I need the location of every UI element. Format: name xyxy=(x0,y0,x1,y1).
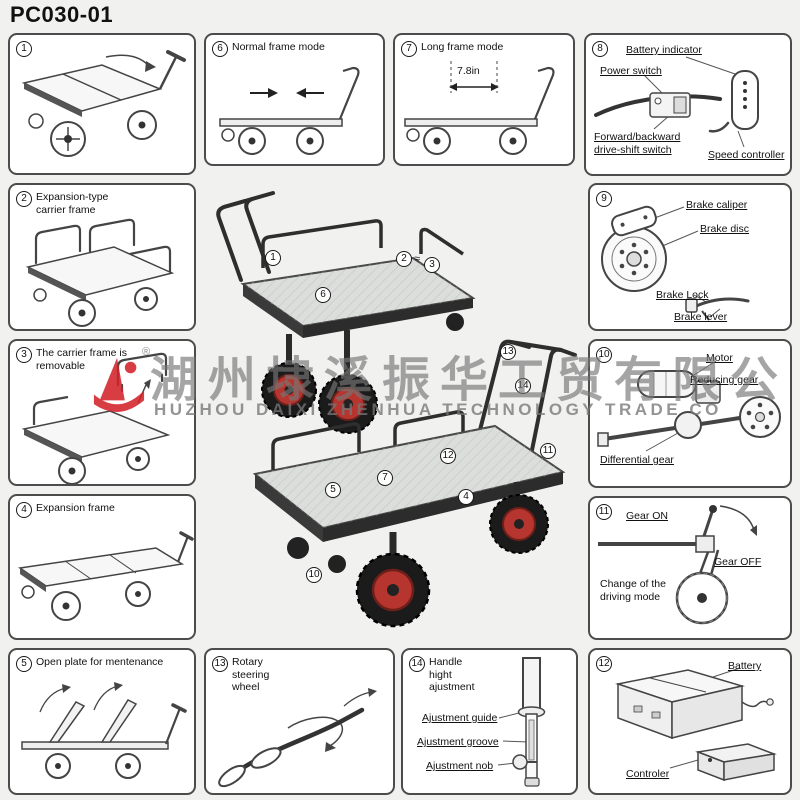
panel-3-number: 3 xyxy=(16,347,32,363)
center-callout-11: 11 xyxy=(540,443,556,459)
panel-2-illustration xyxy=(25,218,175,327)
panel-10-number: 10 xyxy=(596,347,612,363)
reducing-gear-label: Reducing gear xyxy=(690,374,759,386)
panel-5-label: Open plate for mentenance xyxy=(36,656,164,668)
speed-controller-label: Speed controller xyxy=(708,149,785,161)
panel-7-number: 7 xyxy=(401,41,417,57)
panel-13-label: Rotary steering wheel xyxy=(232,656,270,694)
battery-label: Battery xyxy=(728,660,762,672)
panel-14-label: Handle hight ajustment xyxy=(429,656,475,694)
panel-10-illustration xyxy=(597,360,781,452)
panel-7-dimension: 7.8in xyxy=(457,65,480,77)
center-callout-10: 10 xyxy=(306,567,322,583)
center-callout-approx: ≈ xyxy=(414,253,421,265)
panel-12-number: 12 xyxy=(596,656,612,672)
panel-3-removable-frame: 3 The carrier frame is removable xyxy=(8,339,196,486)
panel-2-label: Expansion-type carrier frame xyxy=(36,191,109,216)
panel-6-number: 6 xyxy=(212,41,228,57)
center-callout-3: 3 xyxy=(424,257,440,273)
center-callout-5: 5 xyxy=(325,482,341,498)
brake-lever-label: Brake lever xyxy=(674,311,728,323)
panel-3-label: The carrier frame is removable xyxy=(36,347,128,372)
brake-disc-label: Brake disc xyxy=(700,223,750,235)
panel-4-illustration xyxy=(18,531,194,621)
battery-indicator-label: Battery indicator xyxy=(626,44,702,56)
panel-9-number: 9 xyxy=(596,191,612,207)
differential-gear-label: Differential gear xyxy=(600,454,674,466)
power-switch-label: Power switch xyxy=(600,65,662,77)
panel-6-label: Normal frame mode xyxy=(232,41,325,53)
panel-11-illustration xyxy=(598,505,757,625)
center-callout-1: 1 xyxy=(265,250,281,266)
driving-mode-note: Change of the driving mode xyxy=(600,578,666,603)
panel-5-illustration xyxy=(21,682,187,779)
panel-6-normal-frame: 6 Normal frame mode xyxy=(204,33,385,166)
center-callout-12: 12 xyxy=(440,448,456,464)
panel-7-label: Long frame mode xyxy=(421,41,504,53)
panel-7-long-frame: 7 Long frame mode 7.8in xyxy=(393,33,575,166)
panel-13-illustration xyxy=(218,688,377,788)
adjustment-nob-label: Ajustment nob xyxy=(426,760,494,772)
panel-8-illustration xyxy=(594,56,759,148)
center-callout-13: 13 xyxy=(500,344,516,360)
panel-14-illustration xyxy=(497,657,546,787)
panel-14-handle-adjust: 14 Handle hight ajustment Ajustment guid… xyxy=(401,648,578,795)
panel-13-rotary-steering: 13 Rotary steering wheel xyxy=(204,648,395,795)
panel-12-battery-controller: 12 Battery Controler xyxy=(588,648,792,795)
panel-3-illustration xyxy=(21,352,171,484)
page-title: PC030-01 xyxy=(10,2,114,27)
panel-13-number: 13 xyxy=(212,656,228,672)
gear-off-label: Gear OFF xyxy=(714,556,762,568)
panel-9-brake: 9 Brake caliper Brake disc Brake Lock Br… xyxy=(588,183,792,331)
panel-14-number: 14 xyxy=(409,656,425,672)
panel-1-number: 1 xyxy=(16,41,32,57)
motor-label: Motor xyxy=(706,352,733,364)
panel-4-expansion-frame: 4 Expansion frame xyxy=(8,494,196,640)
panel-12-illustration xyxy=(615,667,777,782)
center-callout-4: 4 xyxy=(458,489,474,505)
panel-5-number: 5 xyxy=(16,656,32,672)
adjustment-guide-label: Ajustment guide xyxy=(422,712,498,724)
brake-caliper-label: Brake caliper xyxy=(686,199,748,211)
main-cart-illustration xyxy=(216,191,577,628)
panel-11-gear-mode: 11 Gear ON Gear OFF Change of the drivin… xyxy=(588,496,792,640)
drive-shift-switch-label: Forward/backward drive-shift switch xyxy=(594,131,681,156)
panel-8-controls: 8 Battery indicator Power switch Forward… xyxy=(584,33,792,176)
panel-8-number: 8 xyxy=(592,41,608,57)
panel-7-illustration xyxy=(404,61,555,155)
panel-11-number: 11 xyxy=(596,504,612,520)
panel-6-illustration xyxy=(219,66,360,155)
brake-lock-label: Brake Lock xyxy=(656,289,709,301)
adjustment-groove-label: Ajustment groove xyxy=(417,736,499,748)
center-callout-7: 7 xyxy=(377,470,393,486)
center-callout-6: 6 xyxy=(315,287,331,303)
controller-label: Controler xyxy=(626,768,670,780)
panel-1-illustration xyxy=(21,50,186,157)
center-callout-14: 14 xyxy=(515,378,531,394)
panel-2-expansion-carrier: 2 Expansion-type carrier frame xyxy=(8,183,196,331)
panel-5-open-plate: 5 Open plate for mentenance xyxy=(8,648,196,795)
gear-on-label: Gear ON xyxy=(626,510,669,522)
panel-4-number: 4 xyxy=(16,502,32,518)
panel-10-motor: 10 Motor Reducing gear Differential gear xyxy=(588,339,792,488)
panel-9-illustration xyxy=(601,205,750,321)
panel-2-number: 2 xyxy=(16,191,32,207)
center-callout-2: 2 xyxy=(396,251,412,267)
panel-1-folded-cart: 1 xyxy=(8,33,196,175)
panel-4-label: Expansion frame xyxy=(36,502,115,514)
